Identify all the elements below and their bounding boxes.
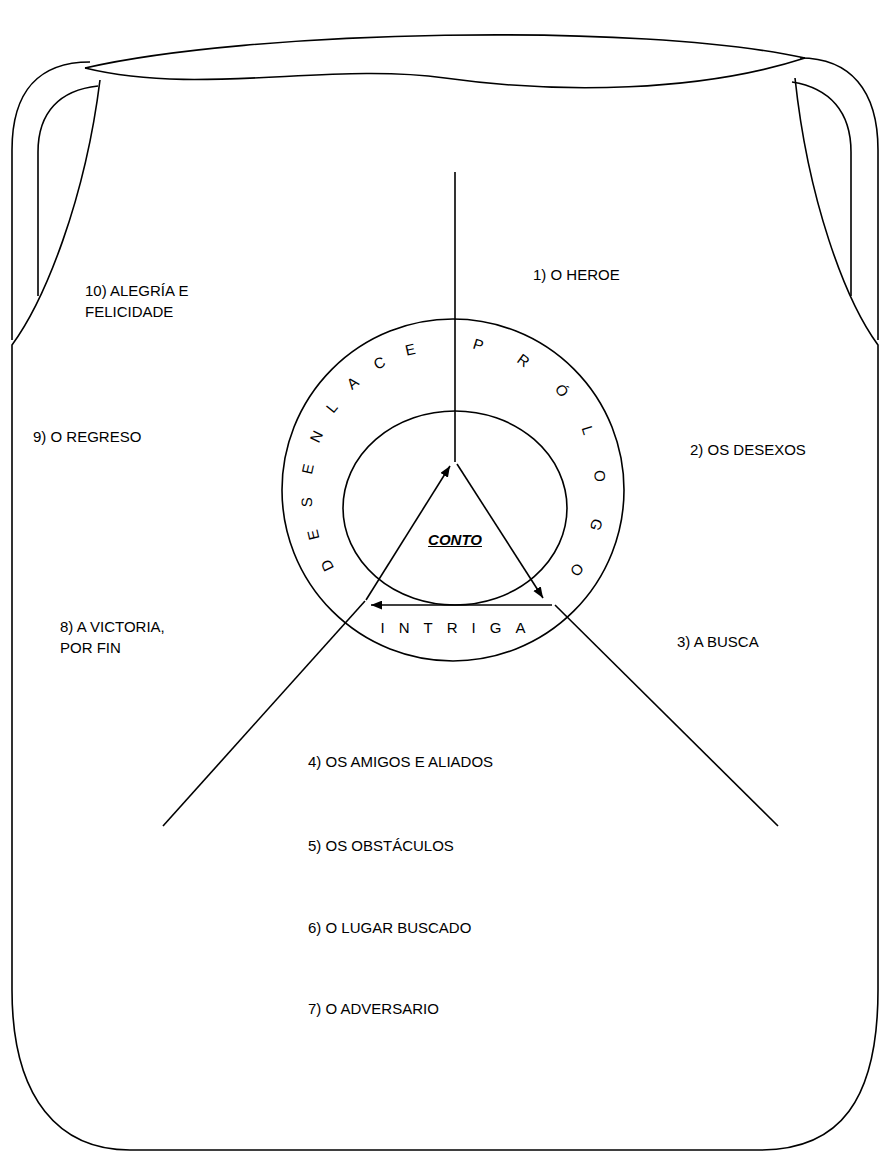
vase-rim (85, 58, 805, 88)
stage-label: 7) O ADVERSARIO (308, 998, 439, 1019)
story-ring: CONTOPRÓLOGODESENLACEINTRIGA (281, 318, 625, 662)
ring-part-text: INTRIGA (281, 618, 625, 638)
stage-label: 10) ALEGRÍA E FELICIDADE (85, 280, 210, 322)
story-core: CONTO (342, 410, 568, 606)
divider-line (163, 601, 365, 826)
stage-label: 4) OS AMIGOS E ALIADOS (308, 751, 493, 772)
vase-handle (792, 82, 851, 296)
stage-label: 8) A VICTORIA, POR FIN (60, 616, 195, 658)
vase-body (12, 78, 878, 1150)
vase-rim (85, 35, 805, 68)
vase-handle (800, 58, 878, 340)
stage-label: 9) O REGRESO (33, 426, 141, 447)
vase-handle (12, 62, 90, 340)
ring-part-text: PRÓLOGO (471, 334, 609, 608)
stage-label: 1) O HEROE (533, 264, 620, 285)
stage-label: 6) O LUGAR BUSCADO (308, 917, 471, 938)
center-title: CONTO (342, 530, 568, 550)
node-outline: PRÓLOGODESENLACE (281, 318, 625, 662)
ring-part-text: DESENLACE (297, 335, 439, 575)
stage-label: 3) A BUSCA (677, 631, 759, 652)
node-border (343, 411, 567, 605)
stage-label: 5) OS OBSTÁCULOS (308, 835, 454, 856)
divider-line (555, 605, 778, 826)
divider-line (454, 172, 456, 462)
node-border (282, 319, 624, 661)
node-outline (342, 410, 568, 606)
vase-handle (38, 86, 98, 296)
stage-label: 2) OS DESEXOS (690, 439, 806, 460)
